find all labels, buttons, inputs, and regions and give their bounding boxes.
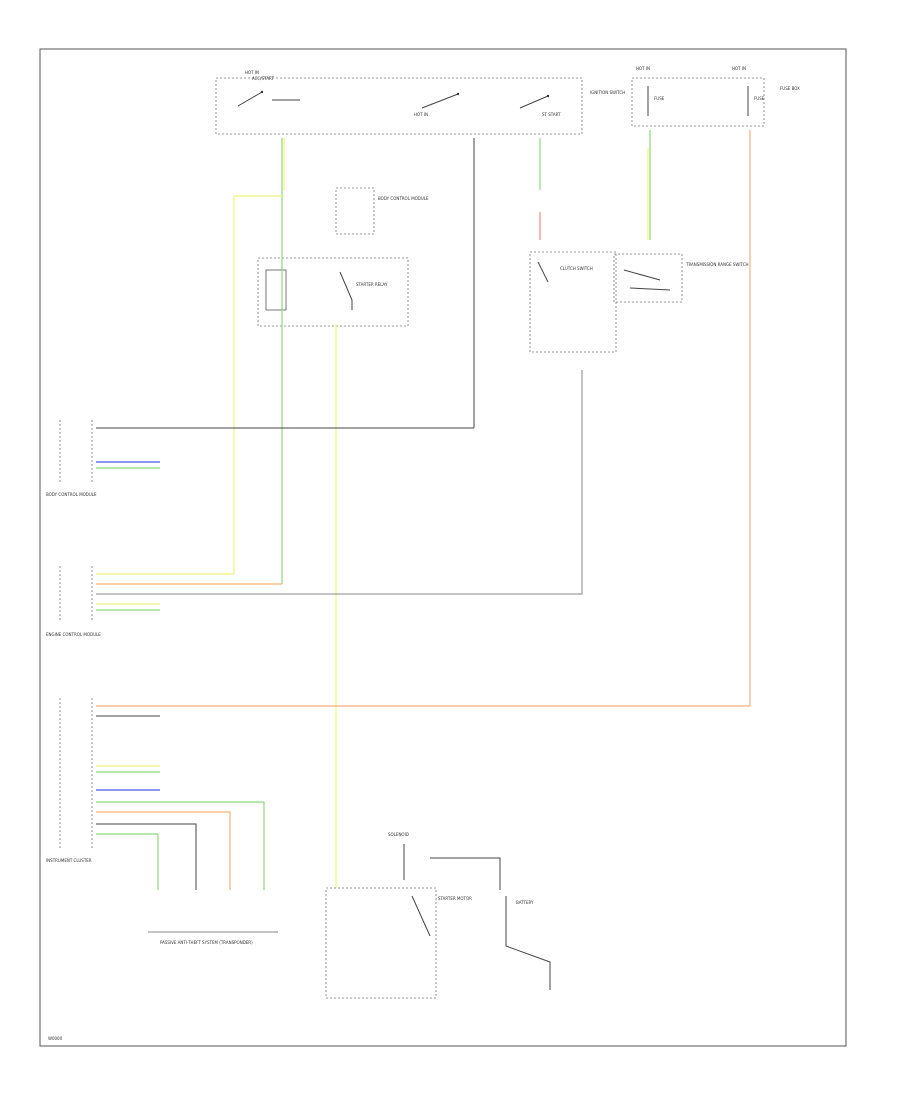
body-control-module-box: BODY CONTROL MODULE xyxy=(335,187,429,235)
clutch-switch-label: CLUTCH SWITCH xyxy=(560,266,593,271)
instrument-cluster-label: INSTRUMENT CLUSTER xyxy=(46,858,92,863)
svg-text:BODY CONTROL MODULE: BODY CONTROL MODULE xyxy=(46,492,97,497)
footer-code: W0000 xyxy=(48,1036,63,1041)
svg-text:ST START: ST START xyxy=(542,112,561,117)
ignition-switch: HOT IN ACC/START HOT IN ST START IGNITIO… xyxy=(215,70,625,135)
starter-motor: STARTER MOTOR SOLENOID xyxy=(325,832,501,999)
instrument-cluster-connector: INSTRUMENT CLUSTER xyxy=(46,698,93,863)
svg-text:FUSE: FUSE xyxy=(754,96,765,101)
bcm-label: BODY CONTROL MODULE xyxy=(378,196,429,201)
diagram-frame xyxy=(39,48,847,1047)
bcm-connector: BODY CONTROL MODULE xyxy=(46,420,97,497)
svg-text:HOT IN: HOT IN xyxy=(732,66,746,71)
svg-text:HOT IN: HOT IN xyxy=(414,112,428,117)
clutch-switch: CLUTCH SWITCH xyxy=(529,251,617,353)
battery: BATTERY xyxy=(505,896,551,990)
fuse-box-label: FUSE BOX xyxy=(780,86,800,91)
transmission-range-switch-label: TRANSMISSION RANGE SWITCH xyxy=(685,262,749,267)
svg-text:ACC/START: ACC/START xyxy=(252,76,274,81)
ignition-switch-label: IGNITION SWITCH xyxy=(590,90,625,95)
battery-label: BATTERY xyxy=(516,900,534,905)
ecm-connector: ENGINE CONTROL MODULE xyxy=(46,566,101,637)
starter-relay: STARTER RELAY xyxy=(257,257,409,327)
svg-text:HOT IN: HOT IN xyxy=(245,70,259,75)
svg-text:SOLENOID: SOLENOID xyxy=(388,832,409,837)
wires xyxy=(96,130,751,890)
svg-text:HOT IN: HOT IN xyxy=(636,66,650,71)
svg-text:FUSE: FUSE xyxy=(654,96,665,101)
starter-relay-label: STARTER RELAY xyxy=(356,282,388,287)
ecm-label: ENGINE CONTROL MODULE xyxy=(46,632,101,637)
starter-motor-label: STARTER MOTOR xyxy=(438,896,472,901)
fuse-box: HOT IN HOT IN FUSE FUSE FUSE BOX xyxy=(631,66,800,127)
transmission-range-switch: TRANSMISSION RANGE SWITCH xyxy=(613,253,749,303)
transponder-note: PASSIVE ANTI-THEFT SYSTEM (TRANSPONDER) xyxy=(160,940,253,945)
